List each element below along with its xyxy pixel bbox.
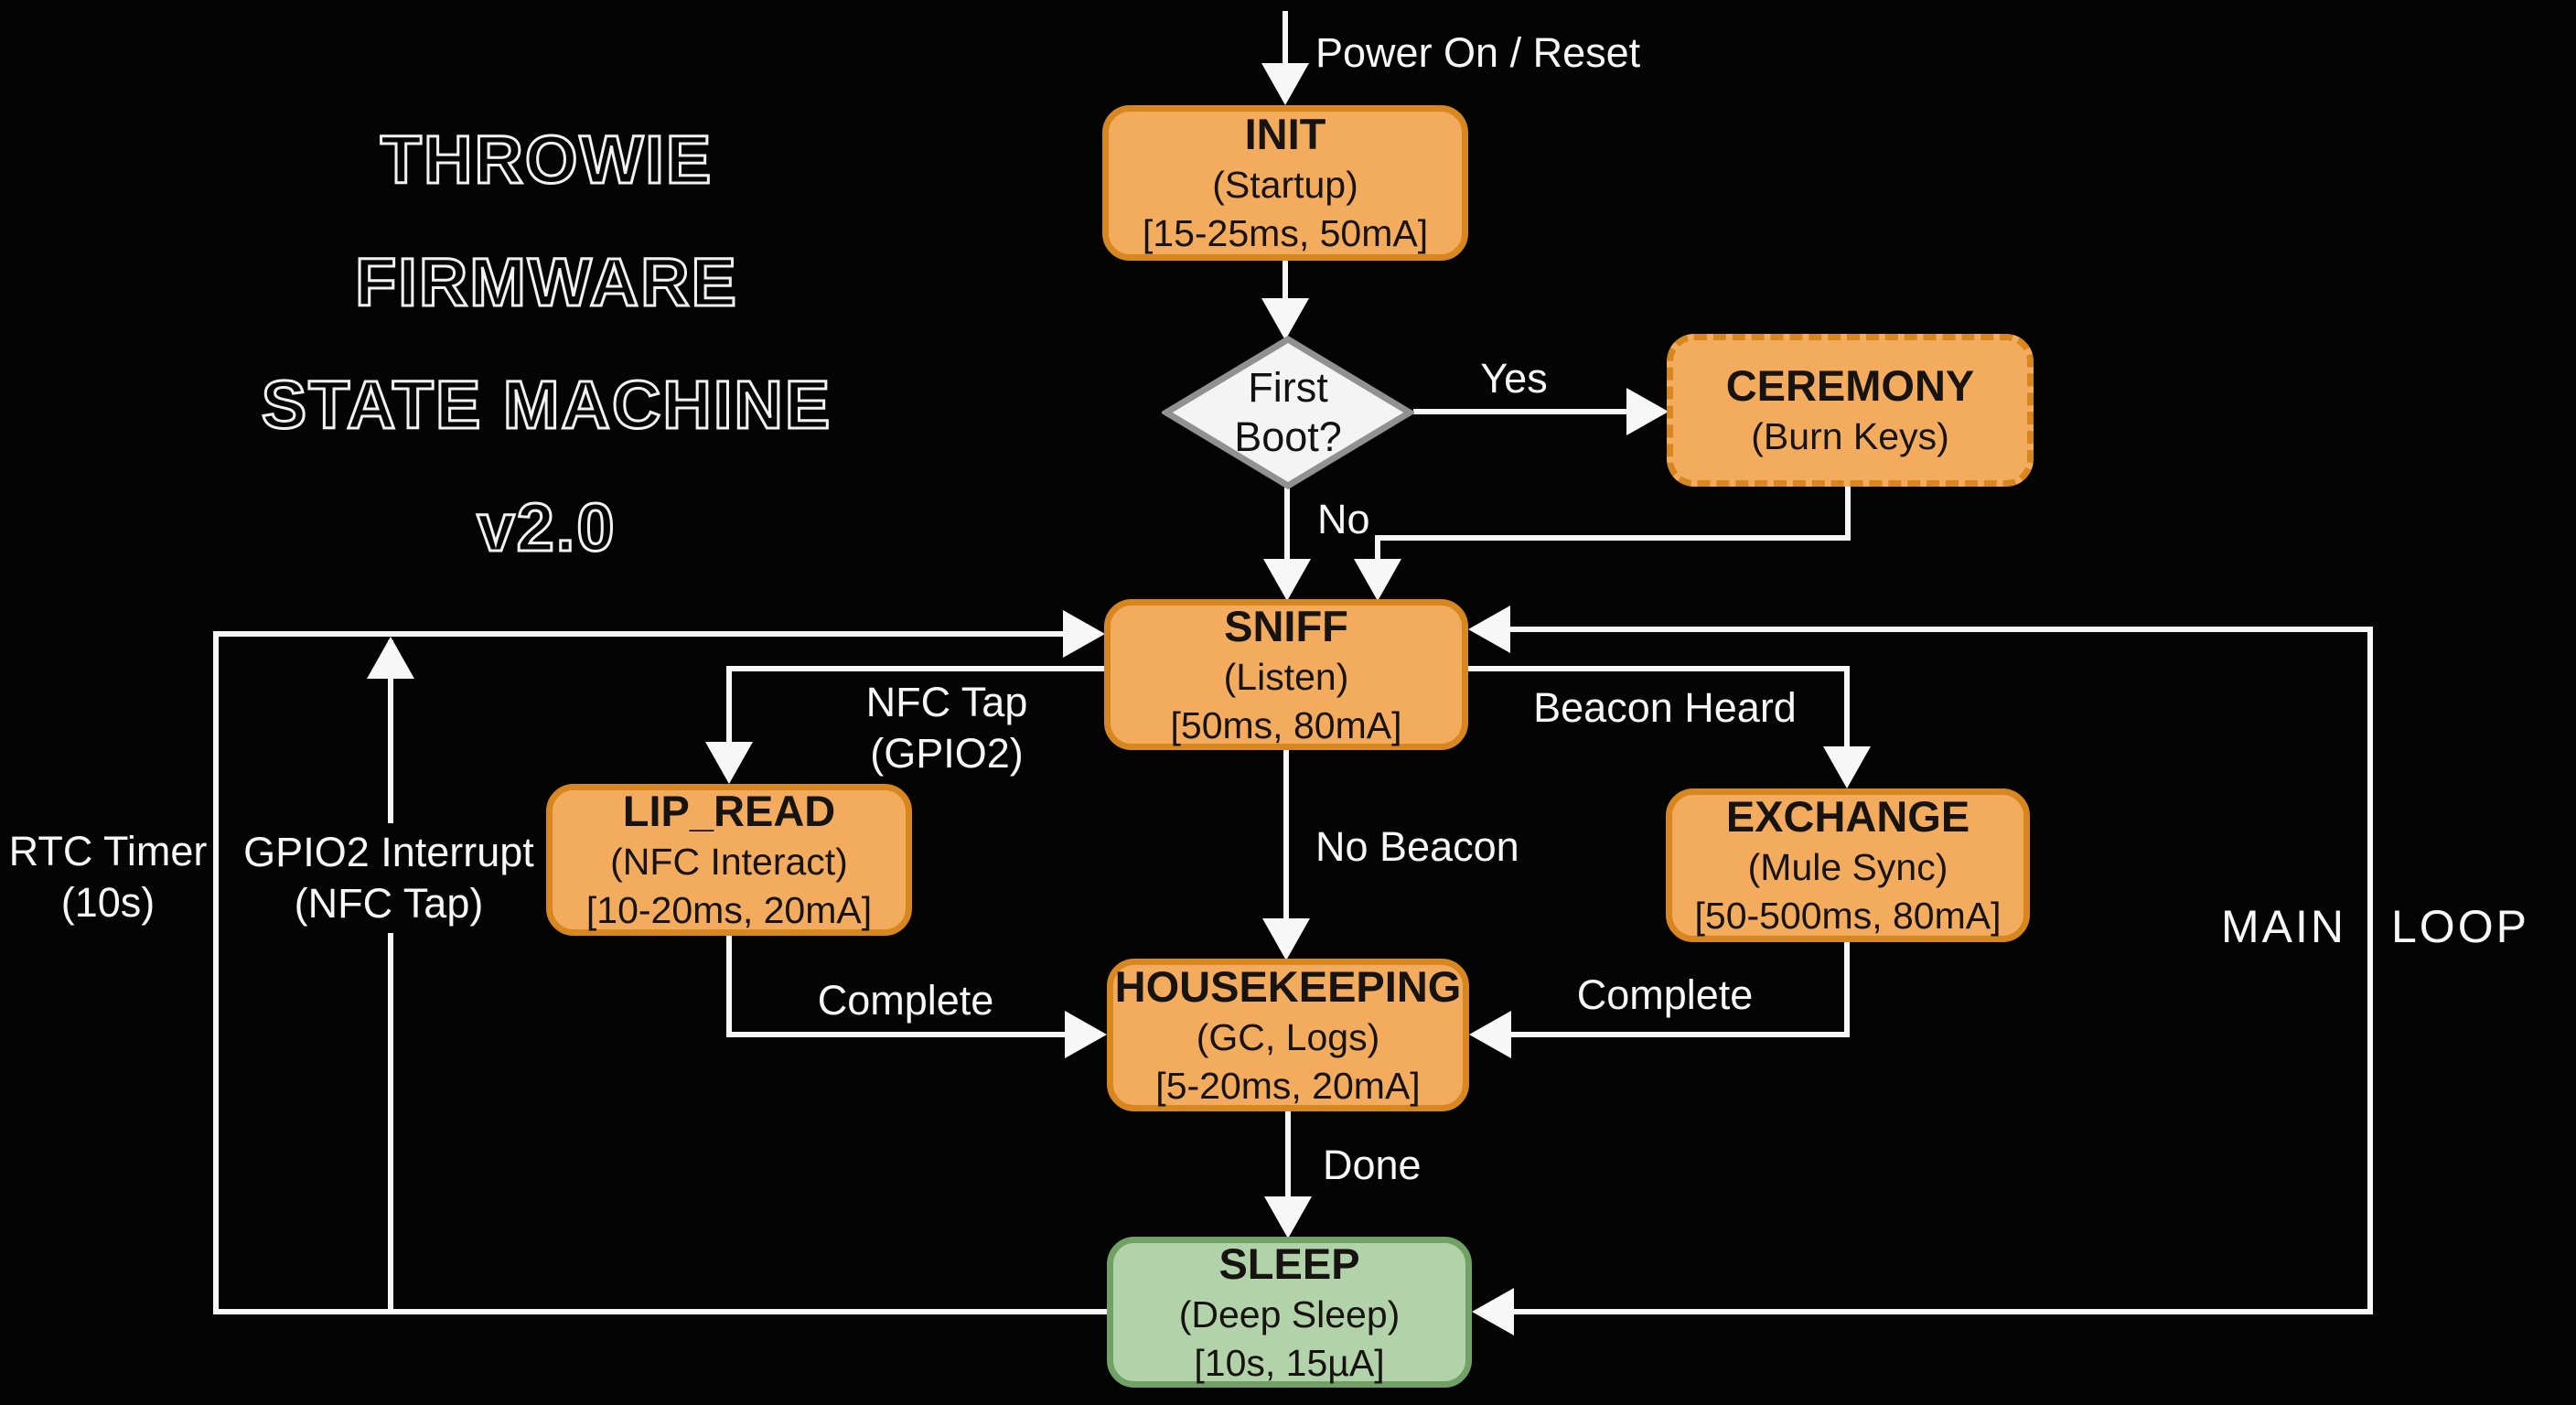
edge-ceremony-to-sniff-segment1 <box>1845 487 1851 541</box>
edge-ceremony-to-sniff-segment3 <box>1375 538 1380 567</box>
edge-nfc-tap-label-line2: (GPIO2) <box>870 730 1024 777</box>
diagram-title: THROWIE FIRMWARE STATE MACHINE v2.0 <box>206 99 887 589</box>
state-lip-read: LIP_READ (NFC Interact) [10-20ms, 20mA] <box>546 784 912 936</box>
edge-rtc-label: RTC Timer (10s) <box>7 826 209 928</box>
edge-gpio2-label: GPIO2 Interrupt (NFC Tap) <box>238 823 540 933</box>
state-exchange: EXCHANGE (Mule Sync) [50-500ms, 80mA] <box>1666 788 2030 942</box>
decision-first-boot-shape <box>1160 335 1416 490</box>
edge-power-on-arrowhead <box>1261 63 1309 105</box>
edge-ceremony-to-sniff-segment2 <box>1375 535 1851 541</box>
edge-complete-left-segment1 <box>726 936 732 1037</box>
state-ceremony: CEREMONY (Burn Keys) <box>1667 334 2034 487</box>
edge-rtc-loop-top <box>213 631 1066 637</box>
state-exchange-spec: [50-500ms, 80mA] <box>1694 895 2002 937</box>
edge-no-beacon-arrowhead <box>1262 918 1310 960</box>
edge-main-loop-bottom <box>1512 1309 2373 1314</box>
edge-power-on-line <box>1283 11 1288 68</box>
edge-complete-left-segment2 <box>726 1032 1067 1037</box>
state-init-spec: [15-25ms, 50mA] <box>1142 212 1429 254</box>
main-loop-label-word1: MAIN <box>2221 901 2346 952</box>
edge-done-arrowhead <box>1264 1196 1312 1239</box>
state-sniff-subtitle: (Listen) <box>1223 655 1349 698</box>
edge-power-on-label: Power On / Reset <box>1315 29 1641 76</box>
edge-rtc-loop-arrowhead <box>1063 610 1105 658</box>
edge-complete-right-arrowhead <box>1469 1011 1511 1058</box>
edge-gpio2-line <box>388 640 393 1314</box>
edge-complete-left-arrowhead <box>1065 1011 1107 1058</box>
edge-nfc-tap-arrowhead <box>705 742 753 784</box>
edge-nfc-tap-label-line1: NFC Tap <box>865 679 1028 725</box>
edge-beacon-heard-arrowhead <box>1823 746 1871 788</box>
edge-beacon-heard-segment2 <box>1844 669 1850 750</box>
edge-yes-label: Yes <box>1480 355 1548 402</box>
state-exchange-subtitle: (Mule Sync) <box>1747 846 1948 888</box>
edge-ceremony-to-sniff-arrowhead <box>1354 559 1401 601</box>
state-housekeeping-subtitle: (GC, Logs) <box>1196 1015 1380 1058</box>
edge-done-label: Done <box>1323 1142 1422 1188</box>
state-housekeeping-spec: [5-20ms, 20mA] <box>1155 1064 1421 1107</box>
edge-complete-right-segment2 <box>1509 1032 1848 1037</box>
state-lip-read-spec: [10-20ms, 20mA] <box>585 889 873 931</box>
edge-no-label: No <box>1317 496 1370 542</box>
edge-no-arrowhead <box>1263 559 1311 601</box>
state-init-title: INIT <box>1244 110 1326 158</box>
main-loop-label-word2: LOOP <box>2391 901 2529 952</box>
decision-first-boot-line2: Boot? <box>1234 413 1342 460</box>
edge-rtc-loop-left <box>213 631 219 1314</box>
decision-first-boot-line1: First <box>1248 364 1328 411</box>
edge-nfc-tap-segment2 <box>726 669 732 745</box>
state-sniff-title: SNIFF <box>1224 601 1348 650</box>
edge-rtc-loop-bottom <box>213 1309 1107 1314</box>
state-sniff: SNIFF (Listen) [50ms, 80mA] <box>1104 599 1468 750</box>
edge-gpio2-label-line1: GPIO2 Interrupt <box>243 829 534 875</box>
edge-nfc-tap-segment1 <box>726 666 1106 671</box>
edge-rtc-label-line1: RTC Timer <box>8 828 208 874</box>
edge-done-line <box>1285 1111 1291 1200</box>
state-lip-read-subtitle: (NFC Interact) <box>610 841 848 883</box>
edge-main-loop-top-arrowhead <box>1468 606 1510 653</box>
edge-beacon-heard-segment1 <box>1468 666 1850 671</box>
edge-nfc-tap-label: NFC Tap (GPIO2) <box>823 677 1070 779</box>
state-ceremony-title: CEREMONY <box>1725 361 1975 410</box>
edge-main-loop-right <box>2367 627 2373 1314</box>
edge-yes-line <box>1413 409 1631 414</box>
edge-init-to-firstboot-arrowhead <box>1261 298 1309 340</box>
diagram-title-line1: THROWIE FIRMWARE <box>354 121 738 322</box>
edge-yes-arrowhead <box>1626 388 1669 435</box>
edge-main-loop-top <box>1509 627 2373 632</box>
state-exchange-title: EXCHANGE <box>1725 792 1970 841</box>
state-housekeeping: HOUSEKEEPING (GC, Logs) [5-20ms, 20mA] <box>1107 959 1469 1111</box>
diagram-title-line2: STATE MACHINE v2.0 <box>260 366 832 567</box>
edge-gpio2-arrowhead <box>367 637 414 679</box>
edge-no-beacon-label: No Beacon <box>1315 823 1519 870</box>
edge-beacon-heard-label: Beacon Heard <box>1533 684 1797 731</box>
state-sleep: SLEEP (Deep Sleep) [10s, 15µA] <box>1107 1237 1472 1388</box>
state-sleep-title: SLEEP <box>1218 1239 1360 1288</box>
edge-complete-right-label: Complete <box>1576 971 1754 1018</box>
state-init: INIT (Startup) [15-25ms, 50mA] <box>1102 105 1468 261</box>
edge-rtc-label-line2: (10s) <box>60 879 156 926</box>
state-init-subtitle: (Startup) <box>1212 164 1358 206</box>
edge-no-beacon-line <box>1283 750 1289 922</box>
decision-first-boot: First Boot? <box>1160 335 1416 490</box>
edge-init-to-firstboot-line <box>1283 261 1288 302</box>
edge-no-line <box>1284 487 1290 563</box>
edge-gpio2-label-line2: (NFC Tap) <box>294 880 484 927</box>
decision-first-boot-text: First Boot? <box>1162 335 1414 490</box>
edge-complete-left-label: Complete <box>817 977 994 1024</box>
state-ceremony-subtitle: (Burn Keys) <box>1751 415 1949 457</box>
state-housekeeping-title: HOUSEKEEPING <box>1114 961 1462 1011</box>
edge-main-loop-bottom-arrowhead <box>1472 1288 1514 1335</box>
state-sleep-subtitle: (Deep Sleep) <box>1178 1292 1401 1335</box>
edge-complete-right-segment1 <box>1844 942 1850 1037</box>
state-lip-read-title: LIP_READ <box>622 787 836 835</box>
state-sniff-spec: [50ms, 80mA] <box>1170 703 1402 746</box>
state-sleep-spec: [10s, 15µA] <box>1194 1341 1385 1384</box>
